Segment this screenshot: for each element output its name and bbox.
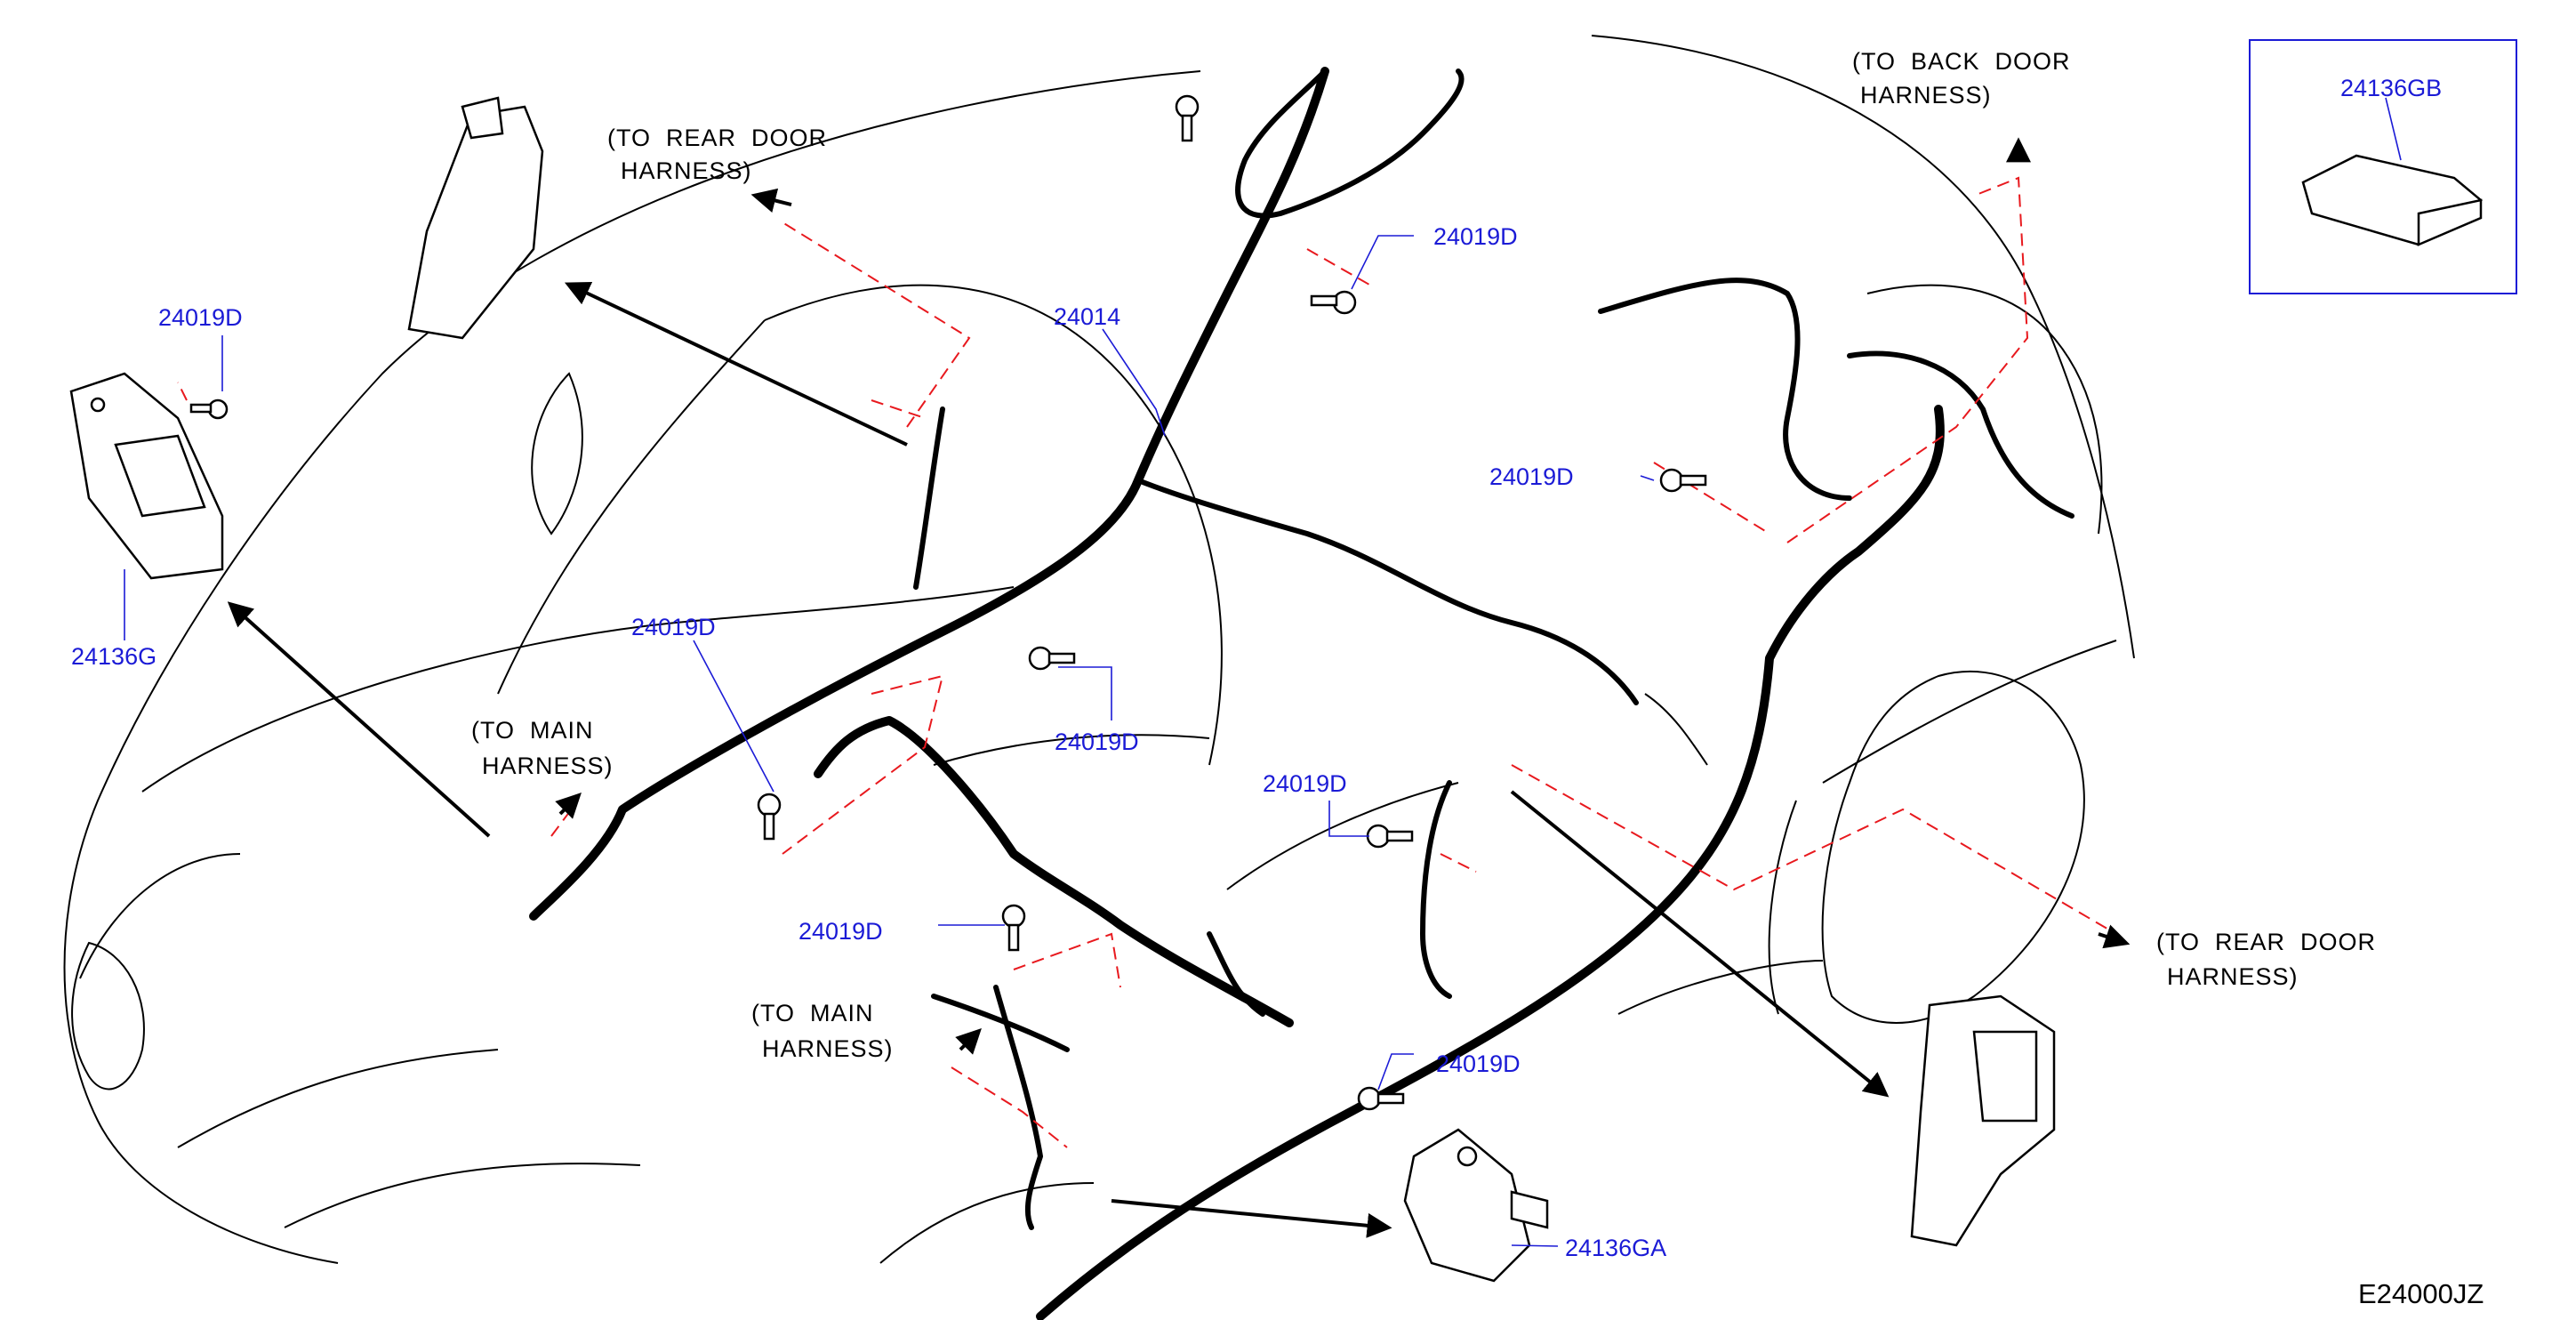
note-to-rear-door-top-line1: (TO REAR DOOR	[607, 125, 827, 151]
label-24136GA: 24136GA	[1565, 1235, 1666, 1261]
bracket-24136G-part	[69, 372, 224, 580]
bolt-icon	[1310, 290, 1357, 315]
vehicle-body-outline	[63, 35, 2135, 1264]
bracket-top-left-part	[407, 96, 544, 340]
bracket-24136GA-part	[1403, 1128, 1549, 1283]
note-to-main-upper-line2: HARNESS)	[482, 753, 614, 779]
bolt-icon	[1366, 824, 1414, 849]
bolt-icon	[189, 398, 229, 420]
indicator-arrows	[227, 137, 2131, 1238]
diagram-code: E24000JZ	[2358, 1278, 2484, 1309]
leader-lines	[124, 235, 1655, 1247]
note-to-back-door-line2: HARNESS)	[1860, 82, 1992, 109]
bolt-icon	[1175, 94, 1200, 142]
note-to-back-door-line1: (TO BACK DOOR	[1852, 48, 2071, 75]
note-to-rear-door-right-line1: (TO REAR DOOR	[2156, 929, 2376, 955]
bolt-icon	[1001, 904, 1026, 952]
note-to-rear-door-top-line2: HARNESS)	[621, 157, 752, 184]
bolt-parts	[189, 94, 1707, 1111]
label-24014: 24014	[1054, 303, 1120, 330]
label-24019D-right-mid: 24019D	[1489, 463, 1574, 490]
label-24019D-center-right: 24019D	[1263, 770, 1347, 797]
bolt-icon	[1659, 468, 1707, 493]
label-24136G: 24136G	[71, 643, 156, 670]
label-24019D-center: 24019D	[1055, 728, 1139, 755]
bolt-icon	[1357, 1086, 1405, 1111]
bolt-icon	[757, 793, 782, 841]
label-24019D-top-mid: 24019D	[1433, 223, 1518, 250]
inset-box	[2249, 39, 2517, 294]
label-24019D-lower-right: 24019D	[1436, 1050, 1521, 1077]
label-24136GB: 24136GB	[2340, 75, 2442, 101]
label-24019D-left-mid: 24019D	[631, 614, 716, 640]
note-to-main-lower-line1: (TO MAIN	[751, 1000, 874, 1026]
note-to-main-lower-line2: HARNESS)	[762, 1035, 894, 1062]
part-labels: 24014 24019D 24136G 24019D 24019D 24019D…	[71, 75, 2442, 1261]
label-24019D-top-left: 24019D	[158, 304, 243, 331]
bracket-right-lower-part	[1910, 994, 2056, 1247]
main-harness-24014	[529, 67, 2074, 1320]
harness-notes: (TO REAR DOOR HARNESS) (TO BACK DOOR HAR…	[471, 48, 2376, 1062]
note-to-main-upper-line1: (TO MAIN	[471, 717, 594, 744]
label-24019D-lower-left: 24019D	[798, 918, 883, 945]
bolt-icon	[1028, 646, 1076, 671]
note-to-rear-door-right-line2: HARNESS)	[2167, 963, 2299, 990]
